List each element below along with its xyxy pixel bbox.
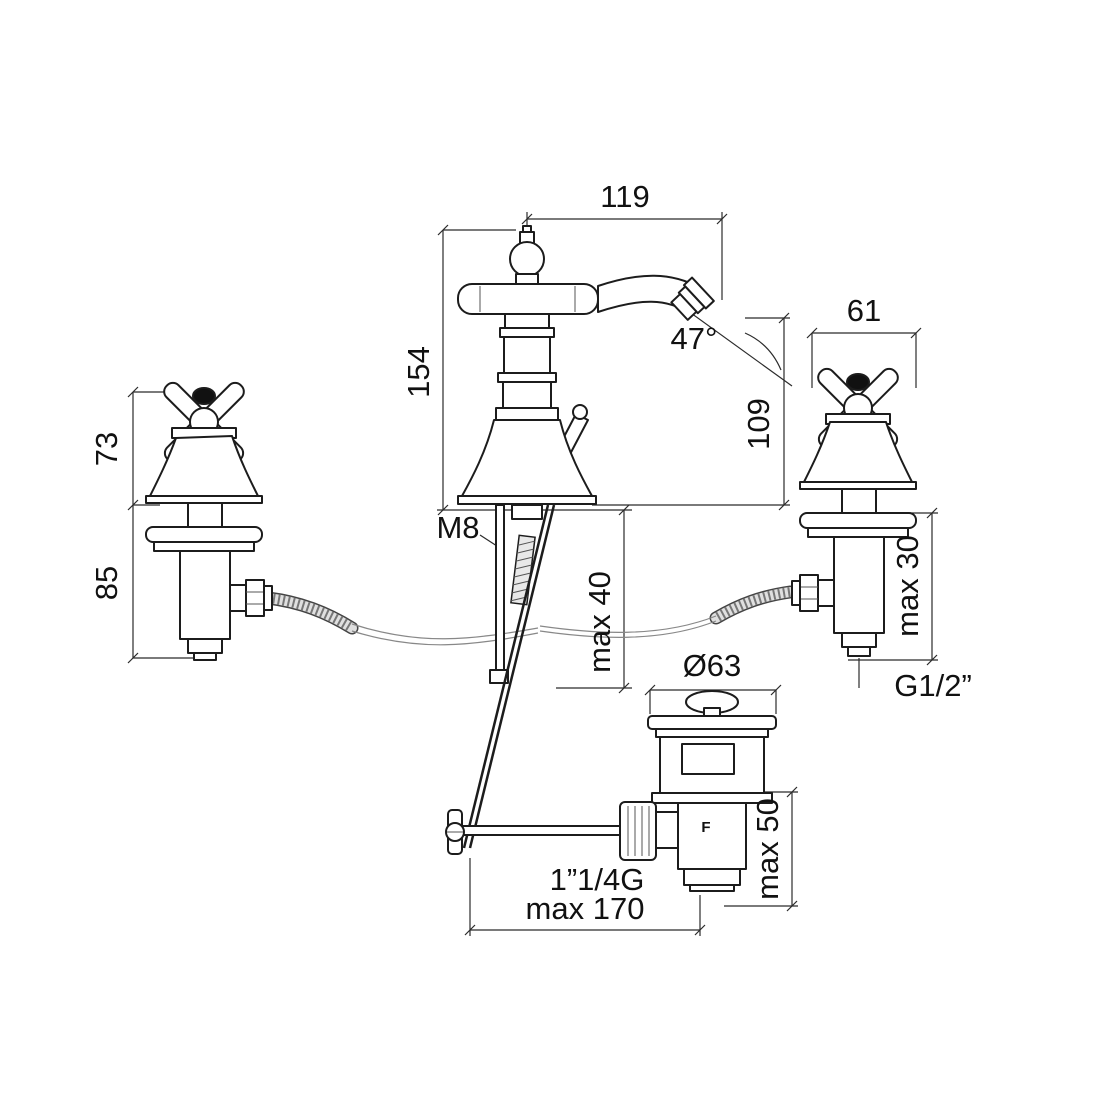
dia-63-label: Ø63: [683, 648, 742, 683]
center-faucet: [457, 225, 715, 505]
max-30-label: max 30: [890, 535, 925, 637]
max-170-label: max 170: [526, 891, 645, 926]
dimension-labels: 119 154 47° 61 109 73 85 M8 max 40 Ø63 m…: [89, 179, 972, 926]
pop-up-linkage: [445, 504, 621, 855]
dim-61-label: 61: [847, 293, 881, 328]
right-valve-flange: [799, 512, 917, 529]
left-hose-nut: [245, 579, 265, 617]
left-valve-body: [179, 550, 231, 640]
dim-85-label: 85: [89, 566, 124, 600]
right-valve: [791, 367, 917, 657]
dim-154-label: 154: [401, 346, 436, 398]
faucet-column: [503, 336, 551, 374]
dimension-lines: [132, 212, 938, 936]
threaded-rod-m8: [510, 534, 536, 606]
drain-lower-body: [677, 802, 747, 870]
finial-ball: [509, 241, 545, 277]
drain-knurled-nut: [619, 801, 657, 861]
drain-mark-label: F: [701, 819, 710, 836]
cross-bar: [457, 283, 599, 315]
left-valve-tailpiece: [187, 638, 223, 654]
dim-73-label: 73: [89, 432, 124, 466]
thread-m8-label: M8: [436, 510, 479, 545]
max-50-label: max 50: [750, 798, 785, 900]
right-valve-body: [833, 536, 885, 634]
drain-assembly: F: [619, 690, 777, 892]
diagonal-rod: [462, 504, 550, 849]
supply-hoses: [261, 585, 797, 646]
spout-aerator: [670, 276, 715, 321]
dim-119-label: 119: [600, 179, 649, 214]
max-40-label: max 40: [582, 571, 617, 673]
left-handle-index-cap: [192, 387, 216, 405]
left-valve: [145, 381, 273, 661]
dimension-ticks: [127, 213, 938, 936]
vertical-rod: [495, 504, 505, 674]
right-valve-bell: [803, 421, 913, 483]
right-handle-index-cap: [846, 373, 870, 391]
drain-flange: [647, 715, 777, 730]
right-hose-nut: [799, 574, 819, 612]
faucet-base-plate: [457, 495, 597, 505]
right-valve-tailpiece: [841, 632, 877, 648]
horizontal-rod: [451, 825, 621, 836]
thread-114g-label: 1”1/4G: [550, 862, 645, 897]
thread-g12-label: G1/2”: [894, 668, 972, 703]
left-valve-bell: [149, 435, 259, 497]
dim-109-label: 109: [741, 398, 776, 450]
angle-47-label: 47°: [671, 321, 718, 356]
left-valve-flange: [145, 526, 263, 543]
